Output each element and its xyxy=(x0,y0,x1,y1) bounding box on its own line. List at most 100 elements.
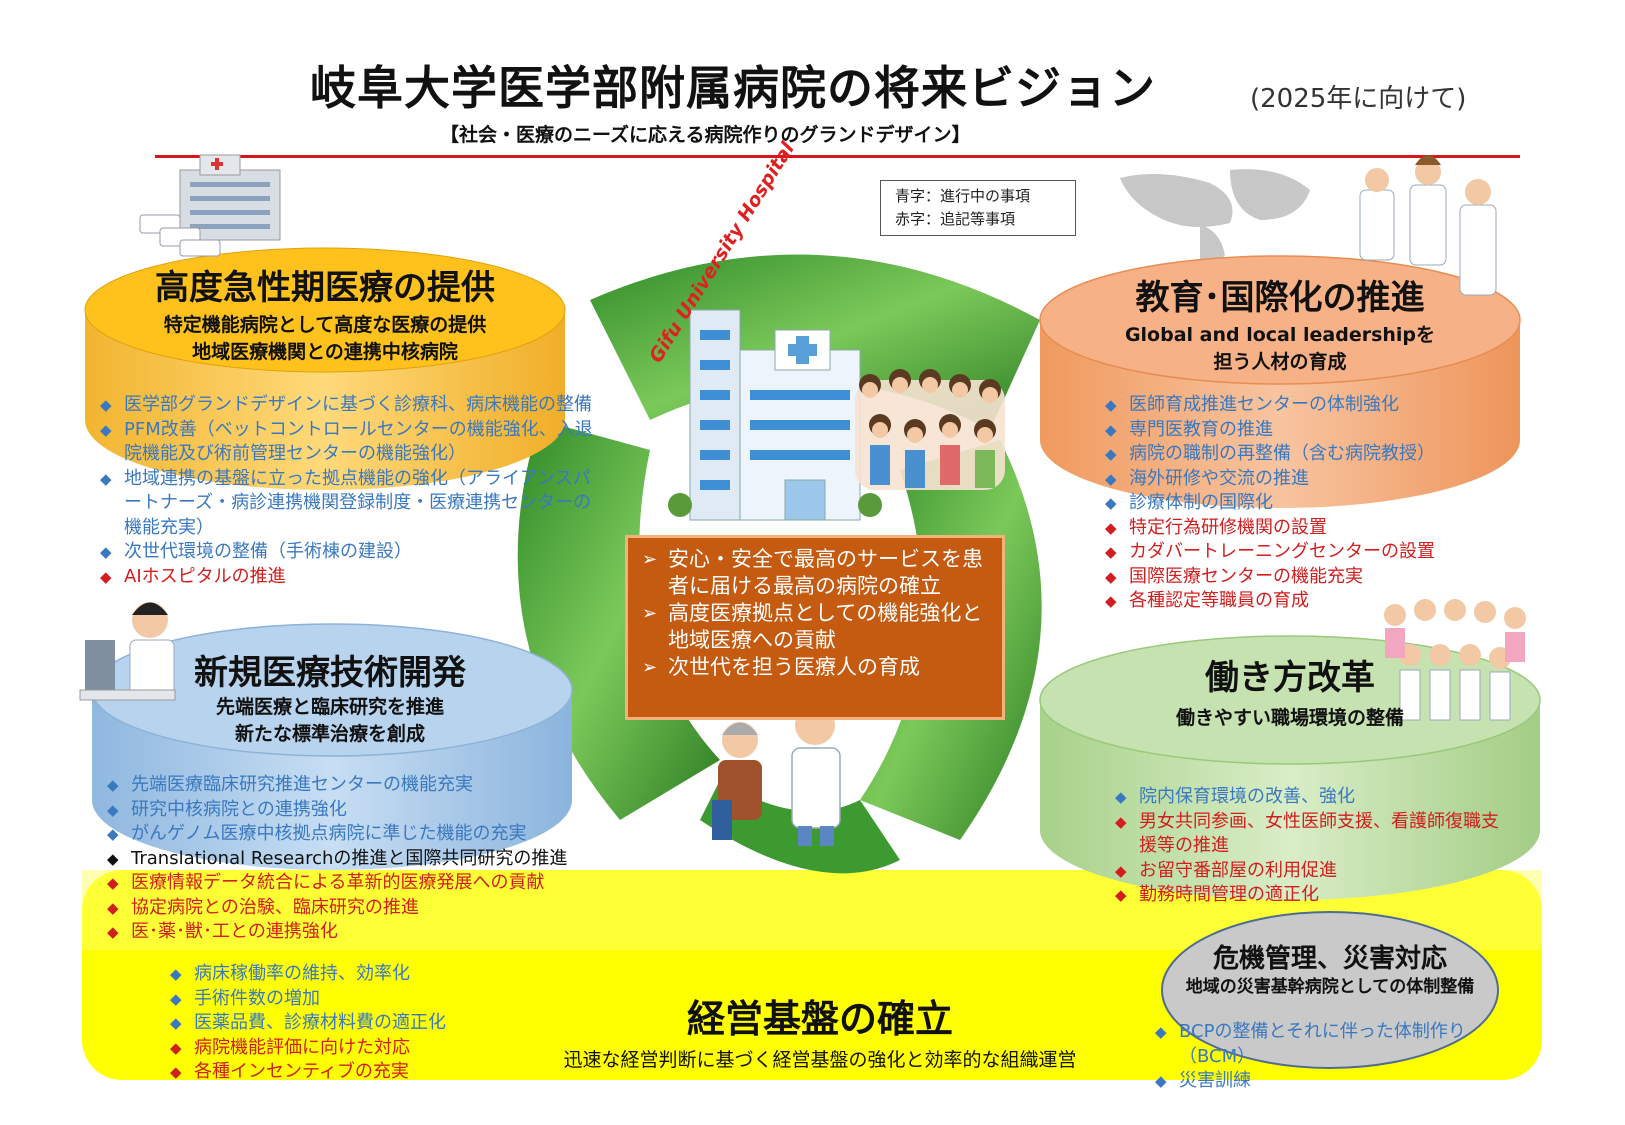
diamond-bullet-icon: ◆ xyxy=(107,849,119,868)
mission-item-text: 安心・安全で最高のサービスを患者に届ける最高の病院の確立 xyxy=(668,547,983,598)
diamond-bullet-icon: ◆ xyxy=(1105,567,1117,586)
list-item-text: 男女共同参画、女性医師支援、看護師復職支援等の推進 xyxy=(1139,810,1499,857)
list-item: ◆ 次世代環境の整備（手術棟の建設） xyxy=(100,540,600,565)
hospital-building-icon xyxy=(668,309,882,521)
list-item: ◆病院機能評価に向けた対応 xyxy=(170,1036,550,1061)
list-item: ◆ 診療体制の国際化 xyxy=(1105,491,1525,516)
mission-item-text: 高度医療拠点としての機能強化と地域医療への貢献 xyxy=(668,601,983,652)
workstyle-list: ◆院内保育環境の改善、強化◆男女共同参画、女性医師支援、看護師復職支援等の推進◆… xyxy=(1115,785,1515,908)
diamond-bullet-icon: ◆ xyxy=(107,923,119,941)
arrow-bullet-icon: ➢ xyxy=(642,657,658,678)
list-item: ◆勤務時間管理の適正化 xyxy=(1115,883,1515,908)
list-item: ◆ 特定行為研修機関の設置 xyxy=(1105,516,1525,541)
list-item-text: 医薬品費、診療材料費の適正化 xyxy=(194,1012,446,1033)
diamond-bullet-icon: ◆ xyxy=(107,776,119,794)
mission-item: ➢ 次世代を担う医療人の育成 xyxy=(642,654,1002,681)
workstyle-subtitle-line: 働きやすい職場環境の整備 xyxy=(1175,707,1404,729)
list-item-text: 各種インセンティブの充実 xyxy=(194,1061,409,1082)
list-item: ◆ 男女共同参画、女性医師支援、看護師復職支援等の推進 xyxy=(1115,810,1515,859)
list-item: ◆医療情報データ統合による革新的医療発展への貢献 xyxy=(107,871,602,896)
diamond-bullet-icon: ◆ xyxy=(107,825,119,843)
diamond-bullet-icon: ◆ xyxy=(1115,861,1127,880)
list-item-text: PFM改善（ベットコントロールセンターの機能強化、入退院機能及び術前管理センター… xyxy=(124,418,593,465)
list-item-text: 各種認定等職員の育成 xyxy=(1129,590,1309,611)
education-list: ◆医師育成推進センターの体制強化◆専門医教育の推進◆病院の職制の再整備（含む病院… xyxy=(1105,393,1525,614)
education-subtitle-line: Global and local leadershipを xyxy=(1124,324,1436,346)
header-divider xyxy=(155,155,1520,158)
list-item-text: 災害訓練 xyxy=(1179,1070,1251,1091)
list-item: ◆専門医教育の推進 xyxy=(1105,418,1525,443)
diamond-bullet-icon: ◆ xyxy=(1115,812,1127,831)
list-item-text: 地域連携の基盤に立った拠点機能の強化（アライアンスパートナーズ・病診連携機関登録… xyxy=(124,467,592,538)
diamond-bullet-icon: ◆ xyxy=(100,543,112,561)
list-item: ◆AIホスピタルの推進 xyxy=(100,565,600,590)
management-subtitle: 迅速な経営判断に基づく経営基盤の強化と効率的な組織運営 xyxy=(563,1049,1077,1071)
diamond-bullet-icon: ◆ xyxy=(1105,445,1117,463)
list-item-text: AIホスピタルの推進 xyxy=(124,565,286,587)
core-mission-box: ➢安心・安全で最高のサービスを患者に届ける最高の病院の確立➢高度医療拠点としての… xyxy=(625,535,1005,720)
list-item-text: がんゲノム医療中核拠点病院に準じた機能の充実 xyxy=(131,823,527,844)
medical-staff-icon xyxy=(1359,155,1497,296)
list-item: ◆研究中核病院との連携強化 xyxy=(107,798,602,823)
list-item: ◆手術件数の増加 xyxy=(170,987,550,1012)
list-item-text: 次世代環境の整備（手術棟の建設） xyxy=(124,541,412,562)
list-item-text: 専門医教育の推進 xyxy=(1129,418,1273,440)
diamond-bullet-icon: ◆ xyxy=(1105,396,1117,414)
list-item: ◆病院の職制の再整備（含む病院教授） xyxy=(1105,442,1525,467)
diamond-bullet-icon: ◆ xyxy=(170,1014,182,1032)
list-item: ◆ Translational Researchの推進と国際共同研究の推進 xyxy=(107,847,602,872)
scientist-icon xyxy=(79,602,176,701)
diamond-bullet-icon: ◆ xyxy=(100,469,112,488)
list-item-text: 病院機能評価に向けた対応 xyxy=(194,1036,410,1058)
list-item: ◆ 協定病院との治験、臨床研究の推進 xyxy=(107,896,602,921)
diamond-bullet-icon: ◆ xyxy=(100,420,112,439)
research-list: ◆先端医療臨床研究推進センターの機能充実◆研究中核病院との連携強化 ◆ がんゲノム医… xyxy=(107,773,602,945)
list-item-text: Translational Researchの推進と国際共同研究の推進 xyxy=(131,847,568,869)
education-subtitle-line: 担う人材の育成 xyxy=(1213,351,1347,373)
crisis-list: ◆BCPの整備とそれに伴った体制作り（BCM）◆災害訓練 xyxy=(1155,1020,1485,1094)
research-subtitle: 先端医療と臨床研究を推進 新たな標準治療を創成 xyxy=(110,694,550,748)
page-subtitle: 【社会・医療のニーズに応える病院作りのグランドデザイン】 xyxy=(440,124,971,146)
mission-item: ➢ 高度医療拠点としての機能強化と地域医療への貢献 xyxy=(642,600,1002,654)
list-item-text: 病床稼働率の維持、効率化 xyxy=(194,963,410,984)
list-item: ◆ 各種認定等職員の育成 xyxy=(1105,589,1525,614)
list-item: ◆災害訓練 xyxy=(1155,1069,1485,1094)
management-list: ◆ 病床稼働率の維持、効率化 ◆手術件数の増加◆ 医薬品費、診療材料費の適正化◆病院機… xyxy=(170,962,550,1085)
arrow-bullet-icon: ➢ xyxy=(642,603,658,624)
diamond-bullet-icon: ◆ xyxy=(1105,592,1117,610)
education-title: 教育･国際化の推進 xyxy=(1135,278,1425,318)
workstyle-subtitle: 働きやすい職場環境の整備 xyxy=(1060,705,1520,732)
list-item: ◆先端医療臨床研究推進センターの機能充実 xyxy=(107,773,602,798)
mission-item-text: 次世代を担う医療人の育成 xyxy=(668,655,920,679)
list-item-text: カダバートレーニングセンターの設置 xyxy=(1129,541,1435,562)
diamond-bullet-icon: ◆ xyxy=(107,898,119,917)
crisis-title: 危機管理、災害対応 xyxy=(1212,944,1447,974)
mission-item: ➢安心・安全で最高のサービスを患者に届ける最高の病院の確立 xyxy=(642,546,1002,600)
crisis-ellipse xyxy=(1161,911,1499,1069)
city-hospital-icon xyxy=(139,154,281,257)
list-item: ◆各種インセンティブの充実 xyxy=(170,1060,550,1085)
page-title: 岐阜大学医学部附属病院の将来ビジョン xyxy=(310,61,1156,115)
diamond-bullet-icon: ◆ xyxy=(1105,518,1117,537)
diamond-bullet-icon: ◆ xyxy=(1105,494,1117,512)
diamond-bullet-icon: ◆ xyxy=(1105,469,1117,488)
list-item: ◆院内保育環境の改善、強化 xyxy=(1115,785,1515,810)
list-item-text: 特定行為研修機関の設置 xyxy=(1129,516,1327,538)
legend-blue: 青字：進行中の事項 xyxy=(895,187,1031,205)
list-item: ◆ PFM改善（ベットコントロールセンターの機能強化、入退院機能及び術前管理センタ… xyxy=(100,418,600,467)
list-item: ◆ 医薬品費、診療材料費の適正化 xyxy=(170,1011,550,1036)
list-item-text: 診療体制の国際化 xyxy=(1129,492,1273,513)
list-item: ◆BCPの整備とそれに伴った体制作り（BCM） xyxy=(1155,1020,1485,1069)
list-item-text: 協定病院との治験、臨床研究の推進 xyxy=(131,896,419,918)
list-item: ◆ 地域連携の基盤に立った拠点機能の強化（アライアンスパートナーズ・病診連携機関登… xyxy=(100,467,600,541)
list-item-text: 医師育成推進センターの体制強化 xyxy=(1129,394,1399,415)
list-item-text: 勤務時間管理の適正化 xyxy=(1139,884,1319,905)
list-item: ◆医学部グランドデザインに基づく診療科、病床機能の整備 xyxy=(100,393,600,418)
list-item: ◆医･薬･獣･工との連携強化 xyxy=(107,920,602,945)
diamond-bullet-icon: ◆ xyxy=(1155,1023,1167,1041)
education-cylinder xyxy=(1039,255,1521,508)
crisis-subtitle: 地域の災害基幹病院としての体制整備 xyxy=(1185,977,1475,997)
legend-red: 赤字：追記等事項 xyxy=(895,210,1016,228)
workstyle-cylinder xyxy=(1039,635,1541,900)
